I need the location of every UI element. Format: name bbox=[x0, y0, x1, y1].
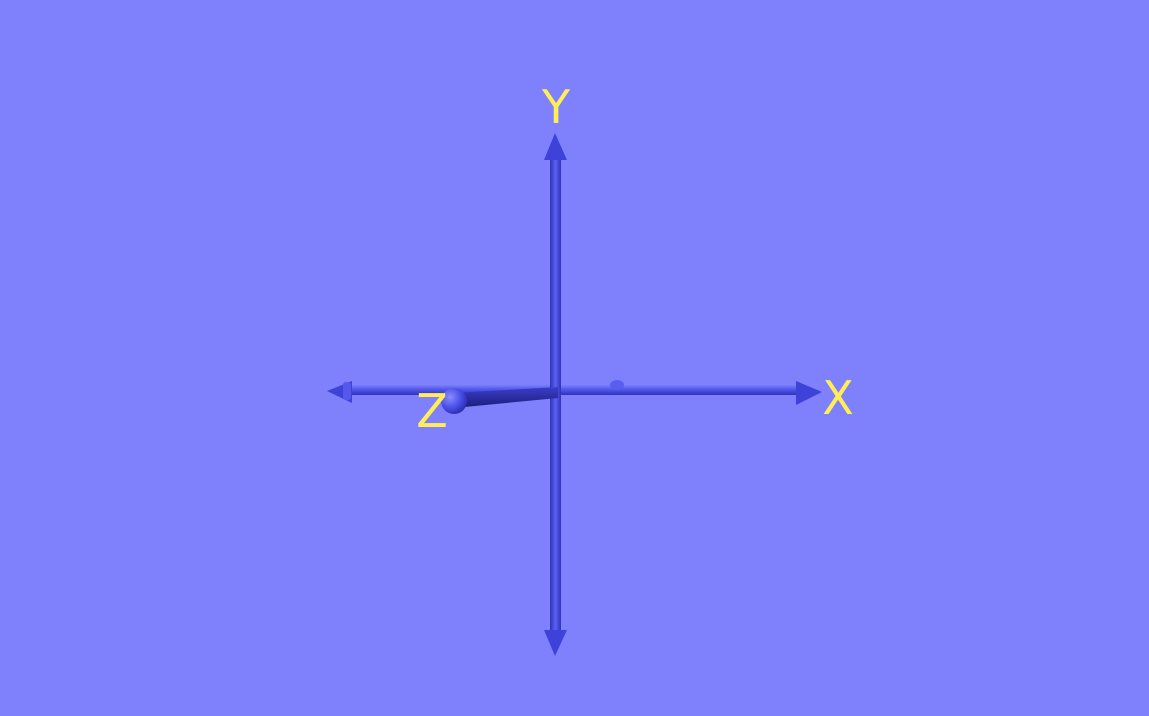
x-axis-back-cap bbox=[343, 382, 351, 400]
x-axis-label: X bbox=[822, 371, 854, 425]
origin-marker bbox=[610, 380, 624, 390]
y-axis-back-arrowhead bbox=[544, 630, 567, 656]
x-axis-arrowhead bbox=[796, 381, 822, 405]
z-axis-label: Z bbox=[416, 384, 448, 438]
x-axis bbox=[327, 381, 822, 405]
z-axis bbox=[441, 387, 558, 414]
y-axis-arrowhead bbox=[544, 133, 567, 160]
y-axis-label: Y bbox=[541, 80, 571, 134]
